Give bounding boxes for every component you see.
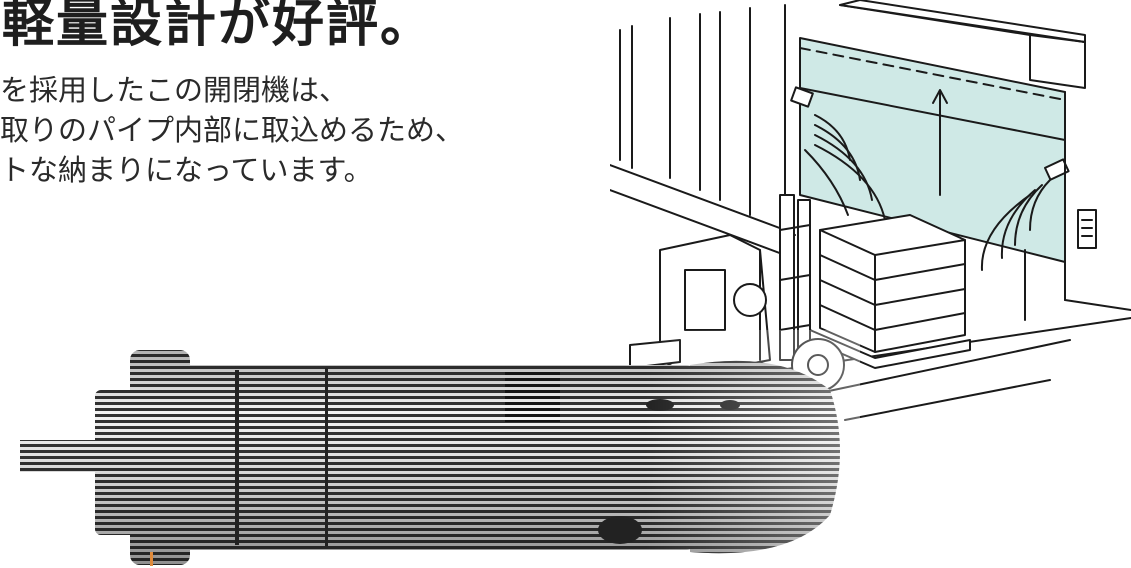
door-header-box bbox=[839, 0, 1086, 89]
sensor-waves-right bbox=[980, 179, 1051, 271]
description-line-2: 取りのパイプ内部に取込めるため、 bbox=[0, 113, 465, 147]
sensor-left bbox=[790, 86, 814, 108]
tubular-motor-image bbox=[0, 330, 860, 568]
building-wall bbox=[610, 4, 796, 256]
description-line-1: を採用したこの開閉機は、 bbox=[0, 73, 349, 107]
description-text: を採用したこの開閉機は、 取りのパイプ内部に取込めるため、 トな納まりになってい… bbox=[0, 70, 464, 190]
sensor-waves-left bbox=[804, 114, 886, 221]
headline: 軽量設計が好評。 bbox=[2, 0, 435, 54]
forklift-door-illustration bbox=[610, 0, 1131, 421]
description-line-3: トな納まりになっています。 bbox=[0, 153, 373, 187]
